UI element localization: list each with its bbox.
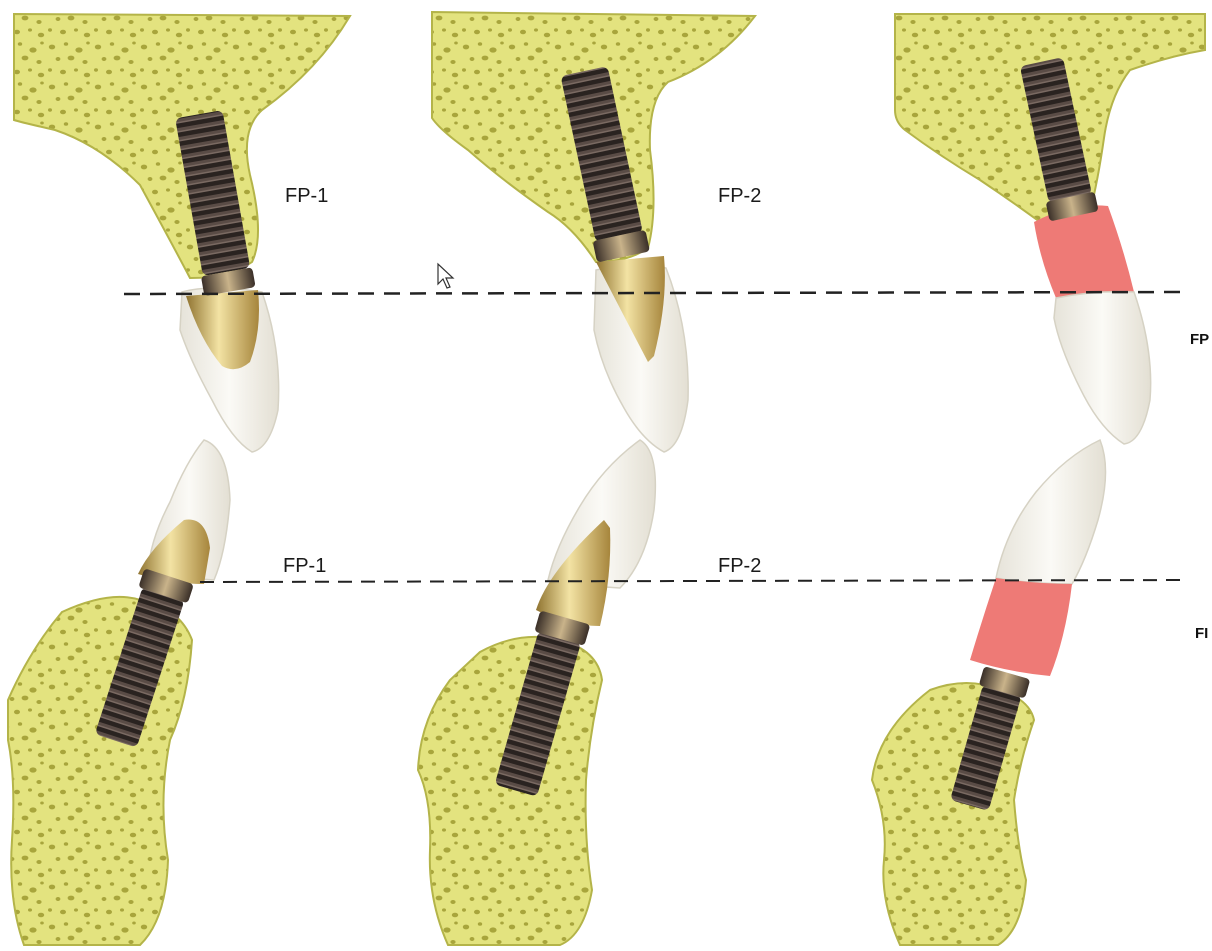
label-upper-right-cut: FP [1190, 331, 1209, 348]
lower-right-pink-gingiva [970, 578, 1072, 676]
label-lower-left: FP-1 [283, 555, 326, 577]
mouse-cursor-icon [438, 264, 453, 288]
label-lower-middle: FP-2 [718, 555, 761, 577]
label-lower-right-cut: FI [1195, 625, 1208, 642]
label-upper-left: FP-1 [285, 185, 328, 207]
upper-right-crown [1054, 292, 1151, 444]
lower-middle-bone [418, 637, 602, 945]
upper-dashed-line [124, 292, 1188, 294]
label-upper-middle: FP-2 [718, 185, 761, 207]
upper-right-pink-gingiva [1034, 205, 1134, 300]
lower-right-crown [996, 440, 1106, 584]
